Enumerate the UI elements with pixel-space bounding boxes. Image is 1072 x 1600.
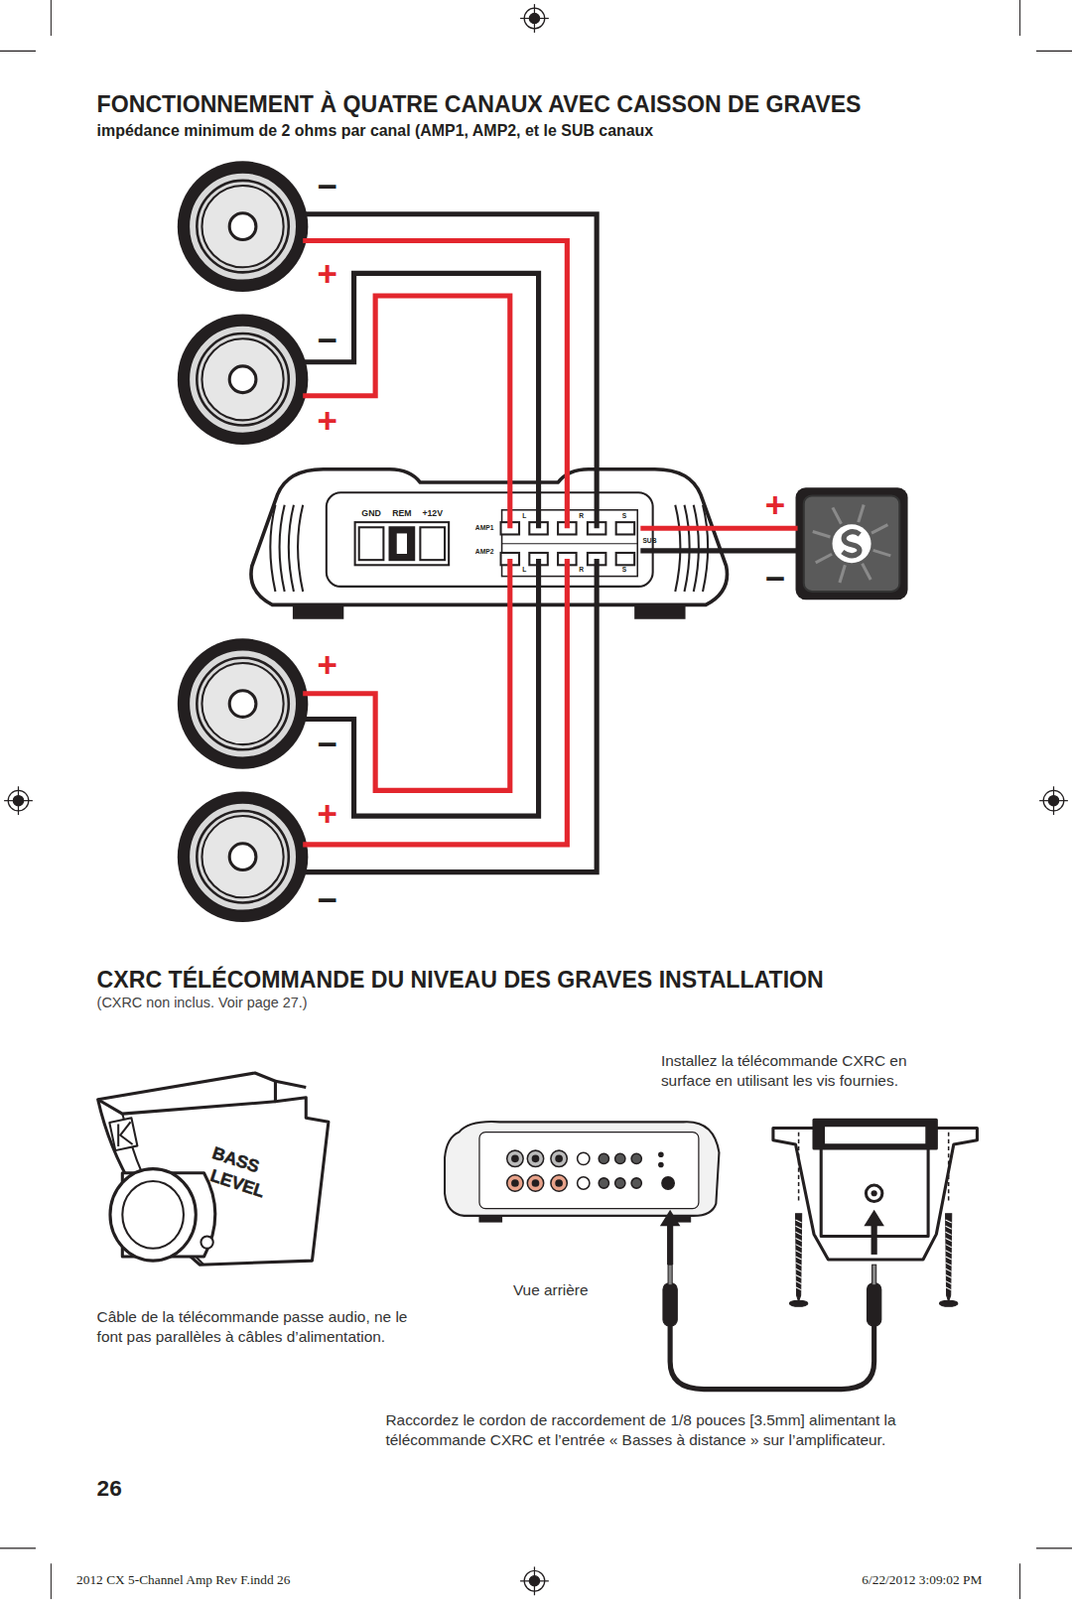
terminal-label: S — [622, 513, 627, 521]
speaker-outline — [176, 312, 310, 446]
insert-arrows — [660, 1209, 885, 1265]
speaker-outline — [176, 790, 310, 924]
section-heading: CXRC TÉLÉCOMMANDE DU NIVEAU DES GRAVES I… — [97, 964, 824, 995]
note: (CXRC non inclus. Voir page 27.) — [97, 993, 308, 1013]
footer-date: 6/22/2012 3:09:02 PM — [861, 1572, 982, 1590]
terminal-label: AMP2 — [475, 548, 495, 556]
view-label: Vue arrière — [513, 1280, 589, 1301]
speaker-wire — [640, 547, 798, 553]
speaker-outline — [176, 159, 310, 293]
terminal-label: L — [522, 566, 527, 574]
terminal-label: AMP1 — [475, 525, 495, 533]
subtitle: impédance minimum de 2 ohms par canal (A… — [97, 120, 655, 141]
polarity-sign: + — [317, 797, 338, 832]
speaker-outline — [176, 637, 310, 771]
subwoofer-outline — [796, 487, 909, 600]
page-number: 26 — [97, 1474, 123, 1504]
footer-file: 2012 CX 5-Channel Amp Rev F.indd 26 — [76, 1572, 290, 1590]
bass-knob-remote — [98, 1072, 329, 1265]
polarity-sign: + — [317, 256, 338, 291]
polarity-sign: − — [765, 560, 786, 596]
remote-mount-view — [773, 1119, 978, 1260]
speaker: +− — [176, 790, 310, 924]
polarity-sign: − — [317, 882, 338, 918]
amplifier-outline — [247, 464, 732, 628]
terminal-label: R — [578, 566, 584, 574]
polarity-sign: + — [317, 648, 338, 683]
subwoofer: +− — [796, 487, 909, 600]
registration-marks — [3, 3, 1069, 1596]
screw-threads — [796, 1219, 952, 1291]
speaker: −+ — [176, 312, 310, 446]
patch-cable — [663, 1264, 882, 1389]
title: FONCTIONNEMENT À QUATRE CANAUX AVEC CAIS… — [97, 89, 862, 120]
connection-note: Raccordez le cordon de raccordement de 1… — [385, 1409, 987, 1450]
terminal-label: +12V — [421, 509, 443, 519]
amplifier-rear-view — [444, 1121, 719, 1222]
polarity-sign: − — [317, 169, 338, 205]
terminal-label: SUB — [642, 537, 657, 545]
speaker: +− — [176, 637, 310, 771]
terminal-label: L — [522, 513, 527, 521]
polarity-sign: − — [317, 322, 338, 358]
cable-note: Câble de la télécommande passe audio, ne… — [97, 1306, 419, 1346]
polarity-sign: − — [317, 727, 338, 763]
terminal-label: R — [578, 513, 584, 521]
polarity-sign: + — [765, 487, 786, 523]
speaker-wire — [640, 526, 798, 532]
instruction-note: Installez la télécommande CXRC en surfac… — [661, 1050, 957, 1090]
amplifier: GNDREM+12VAMP1AMP2LRSSUBLRS — [247, 464, 732, 628]
terminal-label: REM — [392, 509, 411, 519]
polarity-sign: + — [317, 402, 338, 438]
terminal-label: GND — [361, 509, 381, 519]
speaker: −+ — [176, 159, 310, 293]
terminal-label: S — [622, 566, 627, 574]
